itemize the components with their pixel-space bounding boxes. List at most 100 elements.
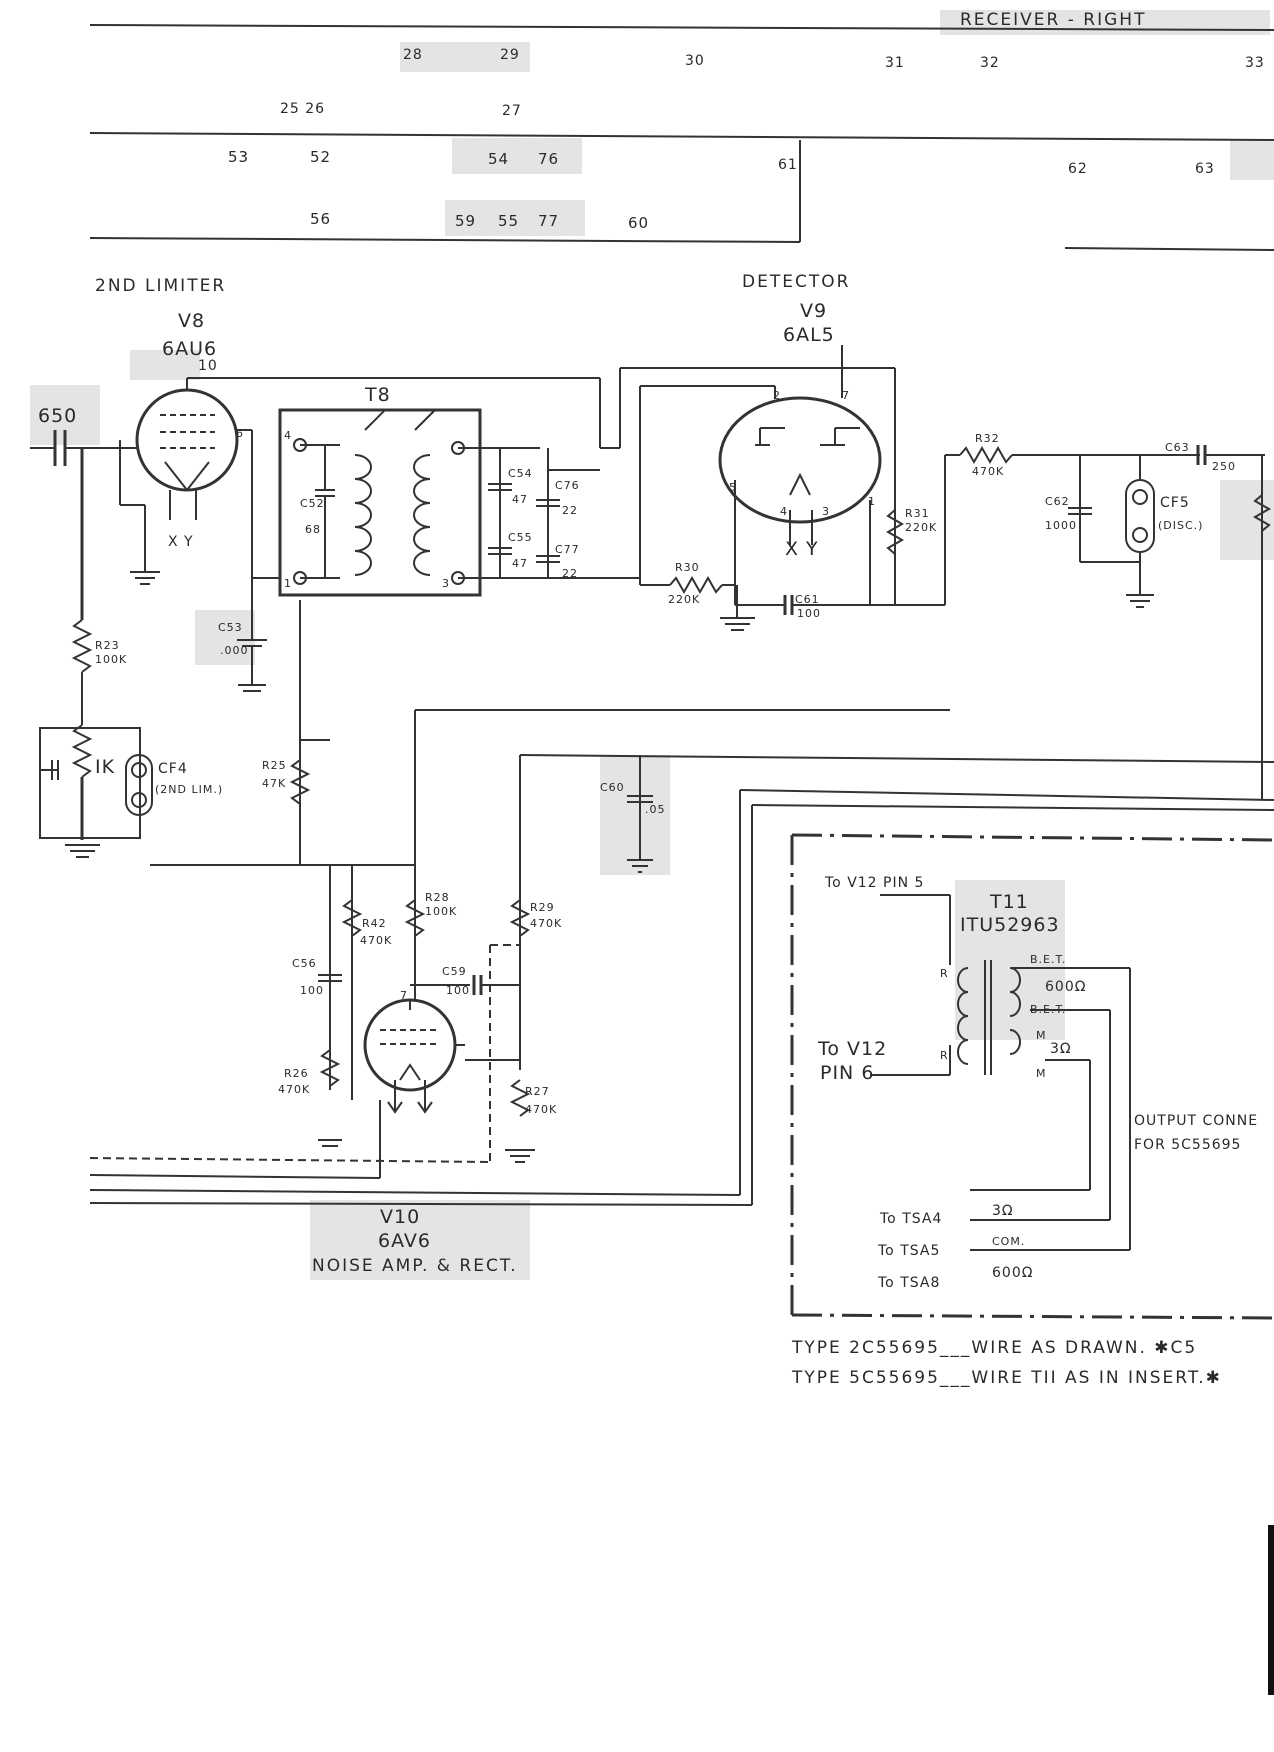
paper-patches [30, 10, 1274, 1280]
v9-pin-1: 1 [868, 495, 876, 508]
r25-label: R25 [262, 759, 287, 772]
r31-label: R31 [905, 507, 930, 520]
bet-label: B.E.T. [1030, 953, 1067, 966]
header-frame [89, 24, 1274, 251]
terminal-60: 60 [628, 214, 650, 232]
v9-xy-label: X Y [785, 538, 819, 560]
c63-value: 250 [1212, 460, 1236, 473]
terminal-29: 29 [500, 47, 520, 63]
noise-amp-label: NOISE AMP. & RECT. [312, 1256, 518, 1276]
c54-value: 47 [512, 493, 528, 506]
to-v12-label: To V12 [818, 1038, 888, 1060]
r32-label: R32 [975, 432, 1000, 445]
terminal-30: 30 [685, 53, 705, 69]
terminal-25-26: 25 26 [280, 101, 326, 117]
r29-value: 470K [530, 917, 563, 930]
receiver-title: RECEIVER - RIGHT [960, 10, 1147, 30]
c77-label: C77 [555, 543, 580, 556]
v10-type: 6AV6 [378, 1230, 431, 1252]
terminal-59: 59 [455, 212, 477, 230]
3ohm-tap: 3Ω [1050, 1041, 1072, 1057]
v9-pin-4: 4 [780, 505, 788, 518]
v9-name: V9 [800, 300, 828, 322]
r28-label: R28 [425, 891, 450, 904]
tap-3ohm: 3Ω [992, 1203, 1014, 1219]
terminal-27: 27 [502, 103, 522, 119]
output-connection: OUTPUT CONNE [1134, 1113, 1259, 1129]
output-for: FOR 5C55695 [1134, 1137, 1242, 1153]
tap-com: COM. [992, 1235, 1026, 1248]
note-line-2: TYPE 5C55695___WIRE TII AS IN INSERT.✱ [792, 1368, 1222, 1388]
r31-value: 220K [905, 521, 938, 534]
r42-label: R42 [362, 917, 387, 930]
c54-label: C54 [508, 467, 533, 480]
cf4-value: (2ND LIM.) [155, 783, 224, 796]
v8-pin-6: 6 [236, 427, 244, 440]
terminal-53: 53 [228, 148, 250, 166]
output-insert [790, 833, 1274, 1320]
terminal-77: 77 [538, 212, 560, 230]
v9-pin-7: 7 [842, 389, 850, 402]
c77-value: 22 [562, 567, 578, 580]
t8-label: T8 [365, 384, 391, 406]
c55-label: C55 [508, 531, 533, 544]
600ohm-tap: 600Ω [1045, 979, 1087, 995]
cf5-label: CF5 [1160, 495, 1190, 511]
primary-r-bottom: R [940, 1049, 949, 1062]
pin6-label: PIN 6 [820, 1062, 875, 1084]
terminal-28: 28 [403, 47, 423, 63]
to-tsa5: To TSA5 [878, 1243, 941, 1259]
r26-value: 470K [278, 1083, 311, 1096]
terminal-31: 31 [885, 55, 905, 71]
v9-tube [639, 345, 1272, 800]
terminal-63: 63 [1195, 161, 1215, 177]
c650-label: 650 [38, 405, 78, 427]
v8-pin: 10 [198, 358, 218, 374]
c59-label: C59 [442, 965, 467, 978]
v8-tube [135, 378, 239, 520]
v10-tube [89, 709, 1274, 1206]
v9-pin-2: 2 [773, 389, 781, 402]
t11-part-number: ITU52963 [960, 914, 1060, 936]
m-label: M [1036, 1029, 1047, 1042]
terminal-62: 62 [1068, 161, 1088, 177]
t8-pin-1: 1 [284, 577, 292, 590]
terminal-32: 32 [980, 55, 1000, 71]
tap-600ohm: 600Ω [992, 1265, 1034, 1281]
terminal-76: 76 [538, 150, 560, 168]
r30-value: 220K [668, 593, 701, 606]
terminal-33: 33 [1245, 55, 1265, 71]
cf5-value: (DISC.) [1158, 519, 1204, 532]
r29-label: R29 [530, 901, 555, 914]
c62-value: 1000 [1045, 519, 1077, 532]
v8-name: V8 [178, 310, 206, 332]
v10-pin-7: 7 [400, 989, 408, 1002]
to-v12-pin5-label: To V12 PIN 5 [825, 875, 925, 891]
c76-value: 22 [562, 504, 578, 517]
v8-xy-label: X Y [168, 534, 194, 550]
r26-label: R26 [284, 1067, 309, 1080]
v10-name: V10 [380, 1206, 421, 1228]
v9-type: 6AL5 [783, 324, 835, 346]
r42-value: 470K [360, 934, 393, 947]
terminal-55: 55 [498, 212, 520, 230]
r27-label: R27 [525, 1085, 550, 1098]
terminal-61: 61 [778, 157, 798, 173]
r23-value: 100K [95, 653, 128, 666]
t8-pin-3: 3 [442, 577, 450, 590]
terminal-56: 56 [310, 210, 332, 228]
c60-label: C60 [600, 781, 625, 794]
to-tsa8: To TSA8 [878, 1275, 941, 1291]
v9-pin-3: 3 [822, 505, 830, 518]
note-line-1: TYPE 2C55695___WIRE AS DRAWN. ✱C5 [792, 1338, 1198, 1358]
v8-type: 6AU6 [162, 338, 218, 360]
cf4-label: CF4 [158, 761, 188, 777]
input-network [30, 430, 160, 858]
v9-pin-5: 5 [729, 481, 737, 494]
r23-label: R23 [95, 639, 120, 652]
c56-value: 100 [300, 984, 324, 997]
t11-label: T11 [990, 891, 1029, 913]
t8-pin-4: 4 [284, 429, 292, 442]
limiter-label: 2ND LIMITER [95, 276, 227, 296]
